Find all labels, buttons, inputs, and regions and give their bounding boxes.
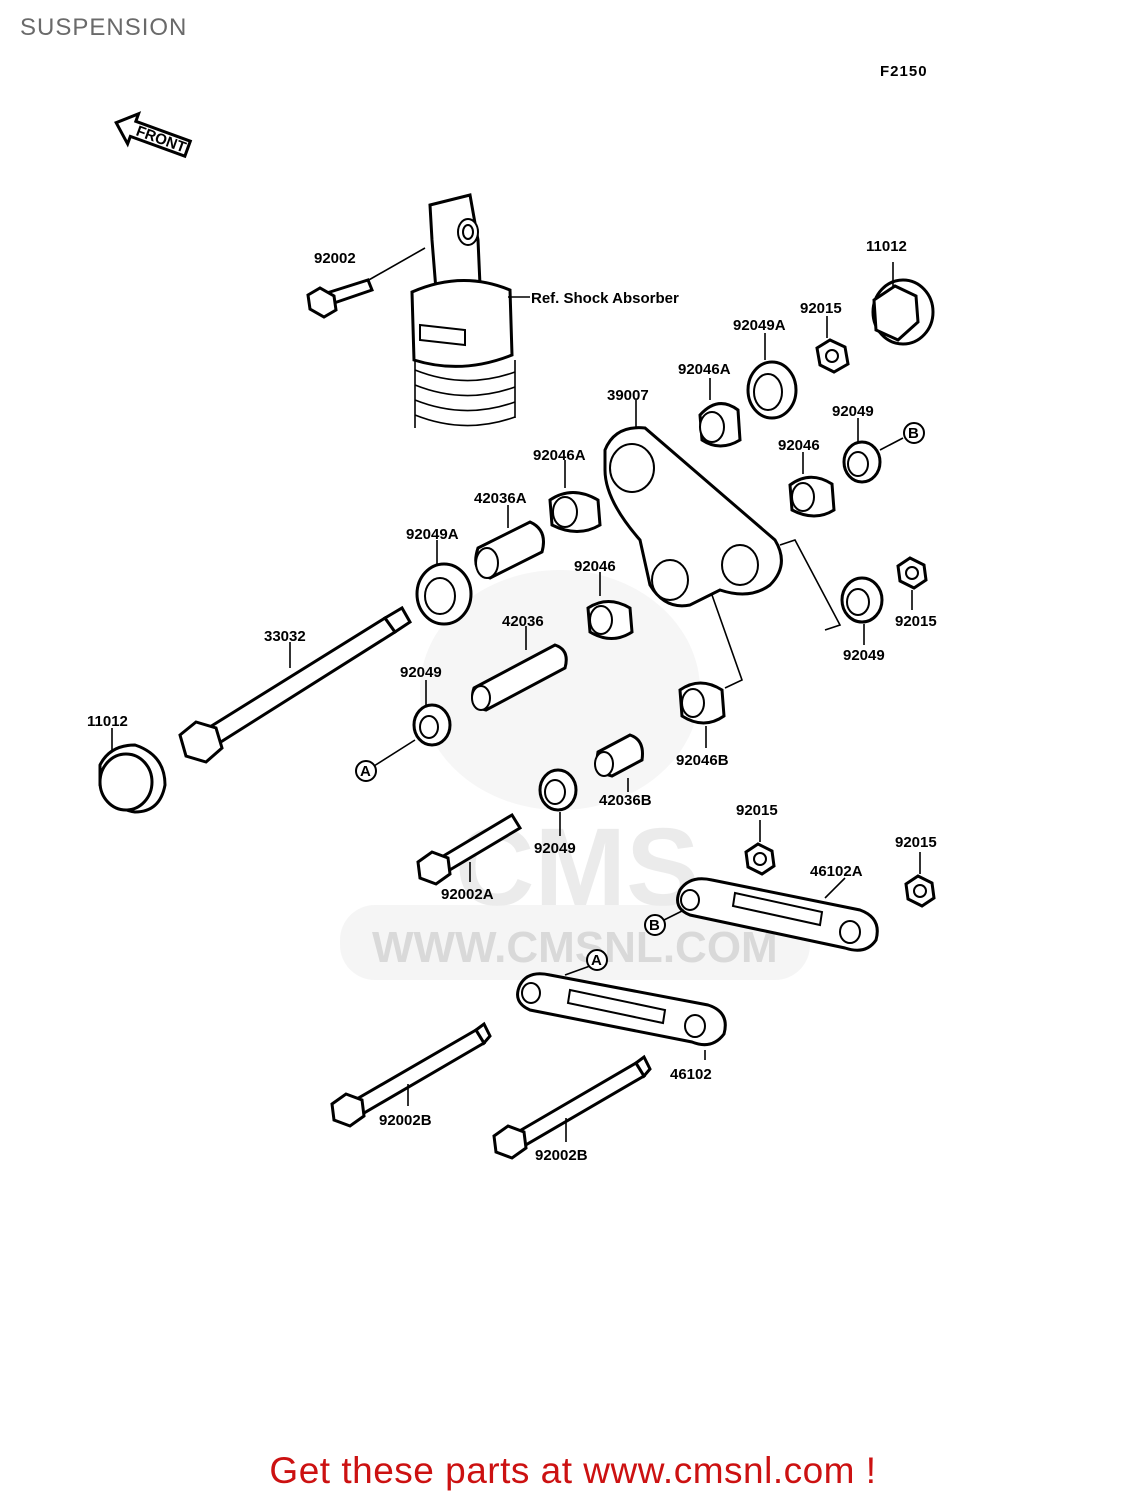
callout-a-left: A — [355, 739, 416, 782]
front-label: FRONT — [134, 123, 188, 157]
callout-b-lower-label: B — [649, 917, 660, 934]
nut-92015-top — [815, 316, 850, 374]
callout-b-lower: B — [644, 909, 685, 936]
part-label-92002B-left[interactable]: 92002B — [379, 1112, 432, 1129]
rocker-arm-39007 — [603, 400, 842, 689]
shaft-33032 — [178, 605, 412, 764]
part-label-46102A[interactable]: 46102A — [810, 863, 863, 880]
seal-92049A-top — [746, 333, 798, 420]
part-label-92002A[interactable]: 92002A — [441, 886, 494, 903]
nut-92015-far — [904, 852, 936, 908]
front-arrow-icon: FRONT — [114, 111, 193, 159]
callout-a-left-label: A — [360, 763, 371, 780]
part-label-92015-top[interactable]: 92015 — [800, 300, 842, 317]
part-label-92049-lower[interactable]: 92049 — [534, 840, 576, 857]
part-label-92049-right[interactable]: 92049 — [843, 647, 885, 664]
part-label-42036[interactable]: 42036 — [502, 613, 544, 630]
link-46102 — [516, 972, 727, 1060]
part-label-92046-right[interactable]: 92046 — [778, 437, 820, 454]
part-label-92015-far[interactable]: 92015 — [895, 834, 937, 851]
part-label-92046A-top[interactable]: 92046A — [678, 361, 731, 378]
part-label-33032[interactable]: 33032 — [264, 628, 306, 645]
watermark-band — [340, 905, 810, 980]
part-label-42036A[interactable]: 42036A — [474, 490, 527, 507]
sleeve-42036A — [474, 505, 545, 580]
nut-92015-right — [896, 556, 928, 610]
part-label-92049-top[interactable]: 92049 — [832, 403, 874, 420]
part-label-92046B[interactable]: 92046B — [676, 752, 729, 769]
bearing-92046A-left — [548, 460, 602, 533]
part-label-92049-left[interactable]: 92049 — [400, 664, 442, 681]
part-label-92002B-right[interactable]: 92002B — [535, 1147, 588, 1164]
callout-b-top: B — [903, 422, 925, 444]
sleeve-42036B — [594, 733, 644, 792]
part-label-11012-top[interactable]: 11012 — [866, 238, 907, 255]
seal-92049-top — [842, 418, 904, 484]
part-label-92046A-left[interactable]: 92046A — [533, 447, 586, 464]
footer-promo-link[interactable]: Get these parts at www.cmsnl.com ! — [269, 1450, 877, 1491]
part-label-92015-mid[interactable]: 92015 — [736, 802, 778, 819]
sleeve-42036 — [471, 626, 568, 712]
part-label-11012-left[interactable]: 11012 — [87, 713, 128, 730]
bolt-92002 — [306, 247, 426, 319]
cap-11012-left — [98, 728, 167, 814]
part-label-92015-right[interactable]: 92015 — [895, 613, 937, 630]
part-label-92049A-top[interactable]: 92049A — [733, 317, 786, 334]
part-label-46102[interactable]: 46102 — [670, 1066, 712, 1083]
bearing-92046A-top — [698, 378, 742, 448]
bolt-92002A — [416, 812, 523, 886]
seal-92049A-left — [415, 540, 473, 626]
part-label-39007[interactable]: 39007 — [607, 387, 649, 404]
bearing-92046B — [678, 681, 726, 748]
cap-11012-top — [871, 262, 935, 346]
part-label-92002[interactable]: 92002 — [314, 250, 356, 267]
ref-shock-absorber-label: Ref. Shock Absorber — [531, 290, 679, 307]
shock-absorber — [410, 193, 530, 428]
bolt-92002B-right — [492, 1054, 652, 1160]
bearing-92046-mid — [586, 572, 634, 640]
bearing-92046-right — [788, 452, 836, 518]
watermark-url-text: WWW.CMSNL.COM — [372, 923, 778, 972]
part-label-92046-mid[interactable]: 92046 — [574, 558, 616, 575]
part-label-92049A-left[interactable]: 92049A — [406, 526, 459, 543]
seal-92049-left — [412, 680, 452, 747]
part-label-42036B[interactable]: 42036B — [599, 792, 652, 809]
figure-code: F2150 — [880, 63, 928, 80]
callout-a-lower: A — [564, 949, 608, 976]
seal-92049-lower — [538, 768, 578, 836]
bolt-92002B-left — [330, 1021, 492, 1128]
callout-a-lower-label: A — [591, 952, 602, 969]
page-title: SUSPENSION — [20, 14, 188, 41]
callout-b-top-label: B — [908, 425, 919, 442]
nut-92015-mid — [744, 820, 776, 876]
seal-92049-right — [840, 576, 884, 645]
